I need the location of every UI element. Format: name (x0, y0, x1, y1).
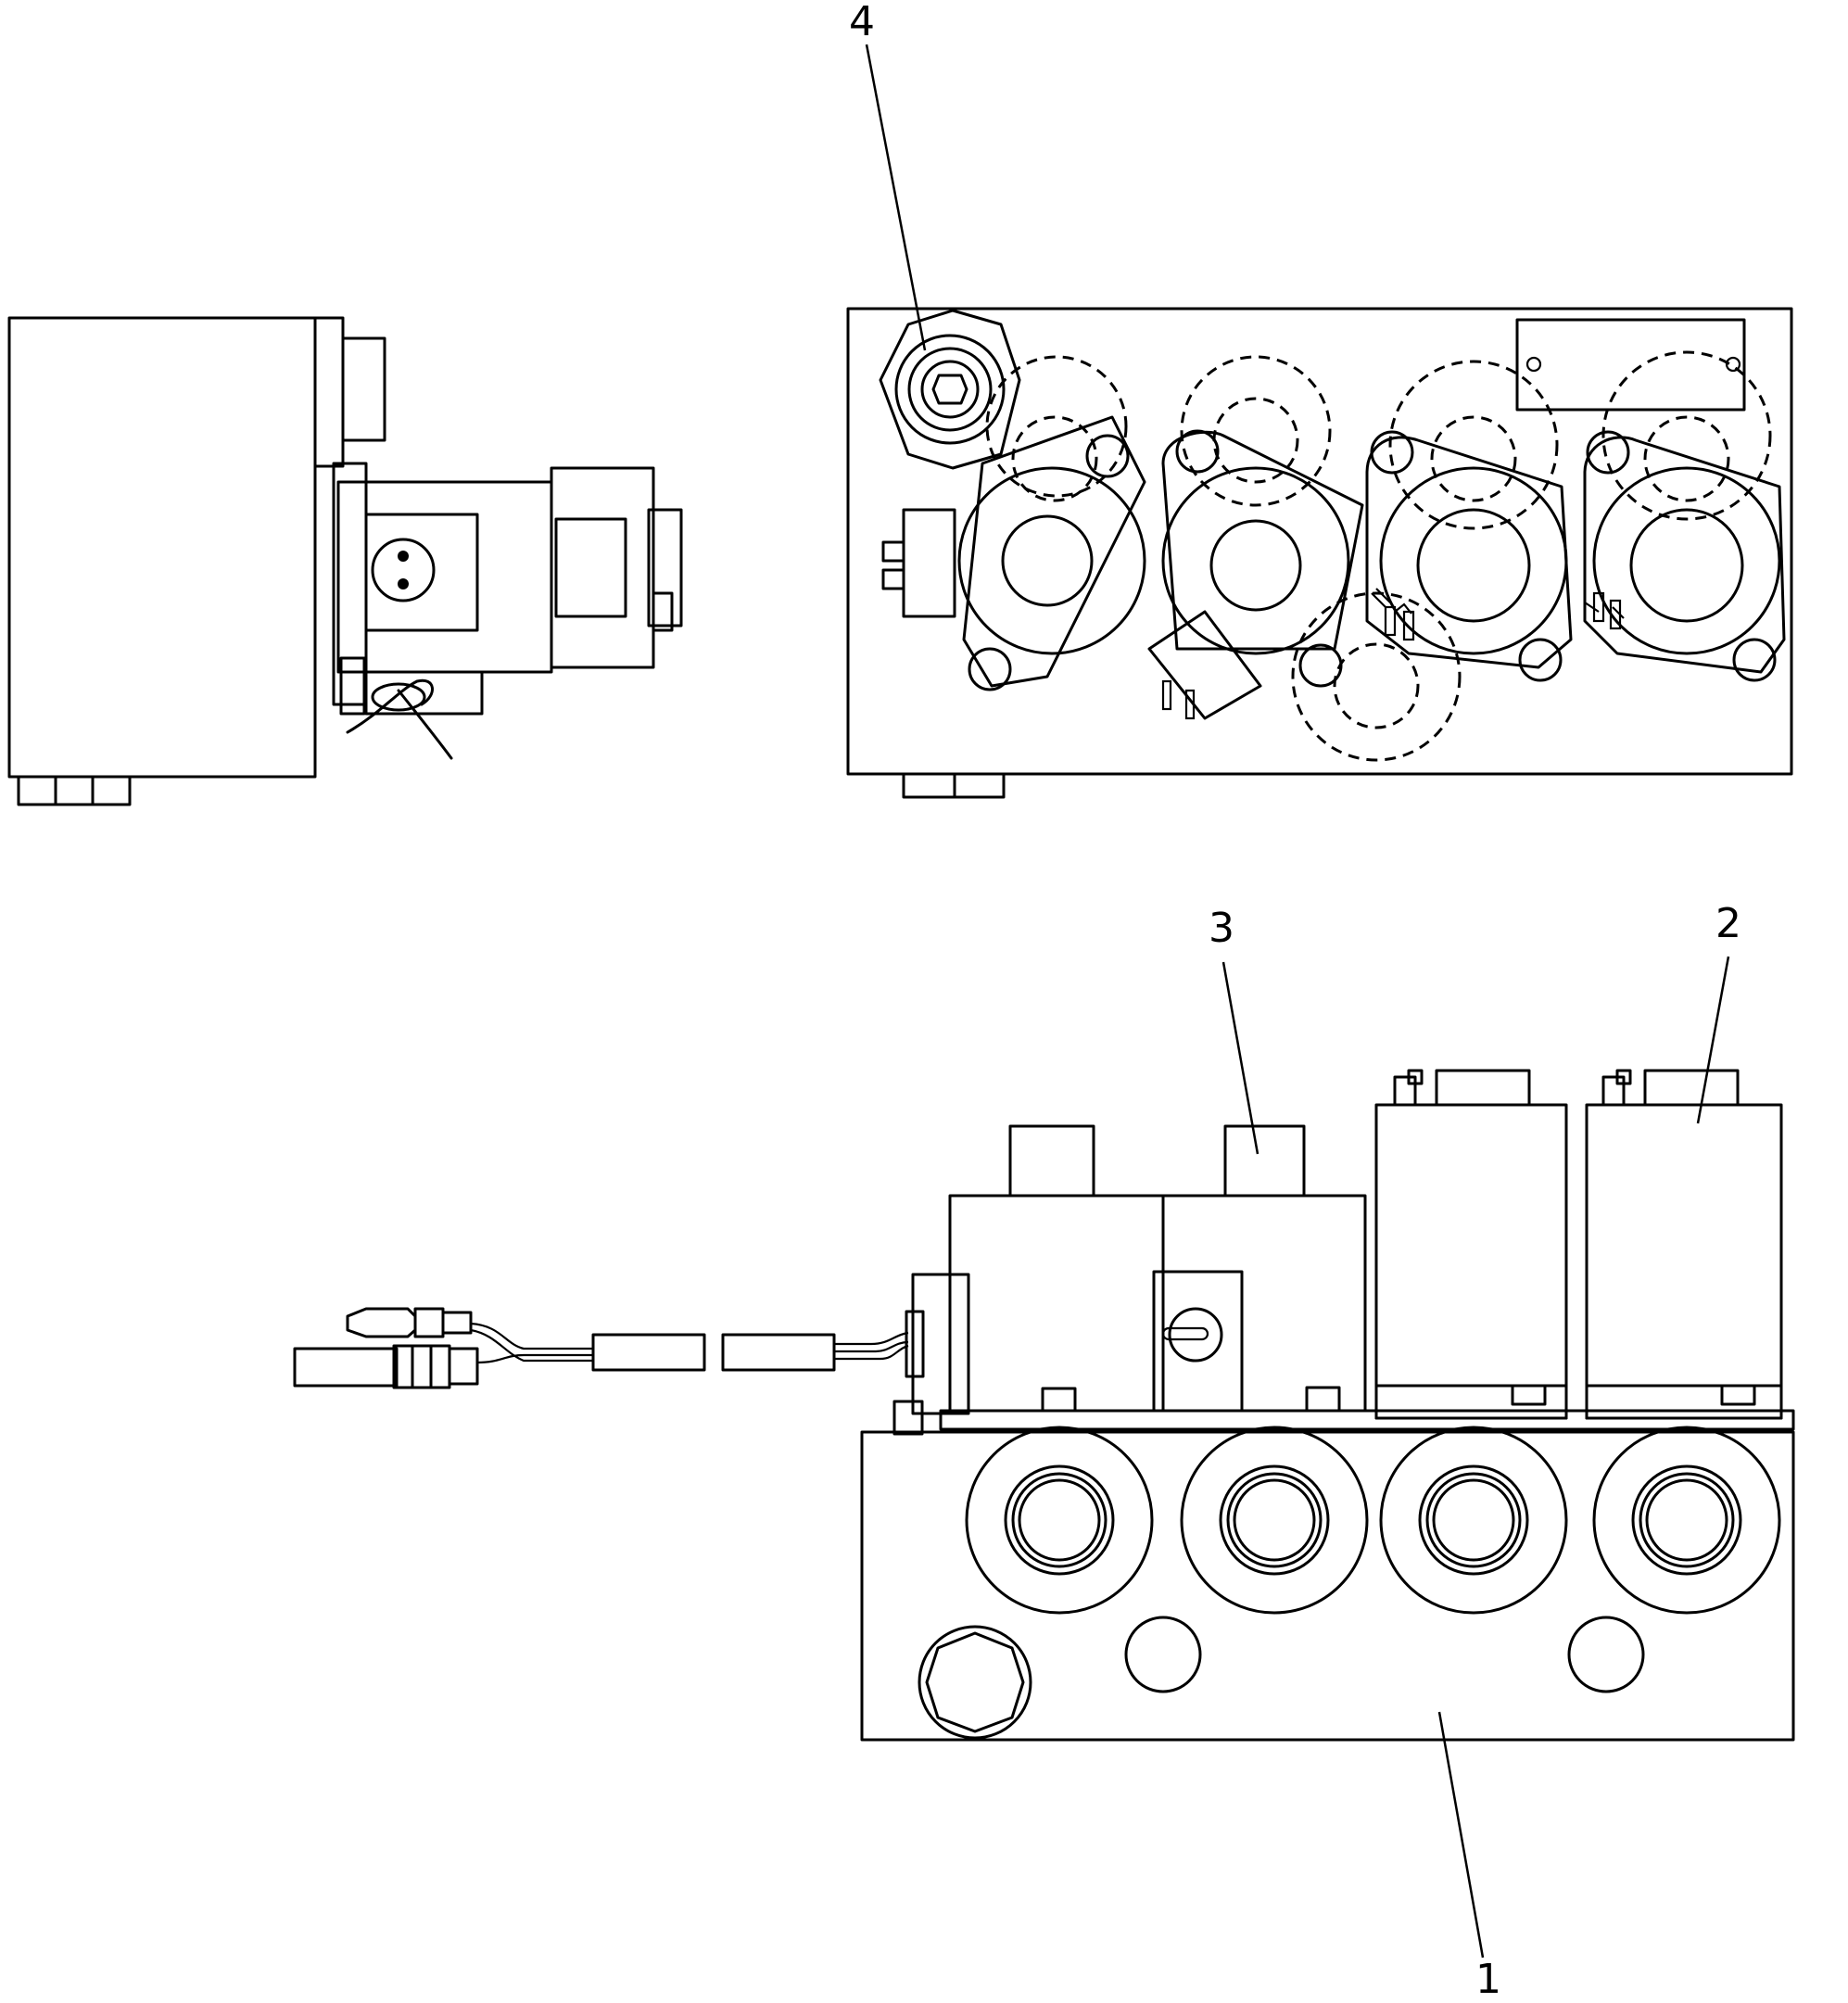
front-view (293, 1069, 1795, 1742)
callout-1: 1 (1437, 1711, 1501, 2003)
callout-label-3: 3 (1209, 905, 1234, 952)
callout-label-4: 4 (849, 0, 875, 45)
callout-label-1: 1 (1475, 1956, 1501, 2003)
callout-2: 2 (1696, 900, 1741, 1124)
callout-label-2: 2 (1715, 900, 1741, 947)
solenoid-valve-a (1152, 1124, 1367, 1413)
solenoid-valve-b (1585, 1069, 1783, 1420)
valve-block (860, 1426, 1795, 1742)
top-view (846, 307, 1793, 799)
wire-harness (293, 1307, 909, 1389)
plug (879, 309, 1021, 470)
callout-3: 3 (1209, 905, 1259, 1155)
callout-4: 4 (849, 0, 927, 351)
side-view (7, 316, 683, 806)
